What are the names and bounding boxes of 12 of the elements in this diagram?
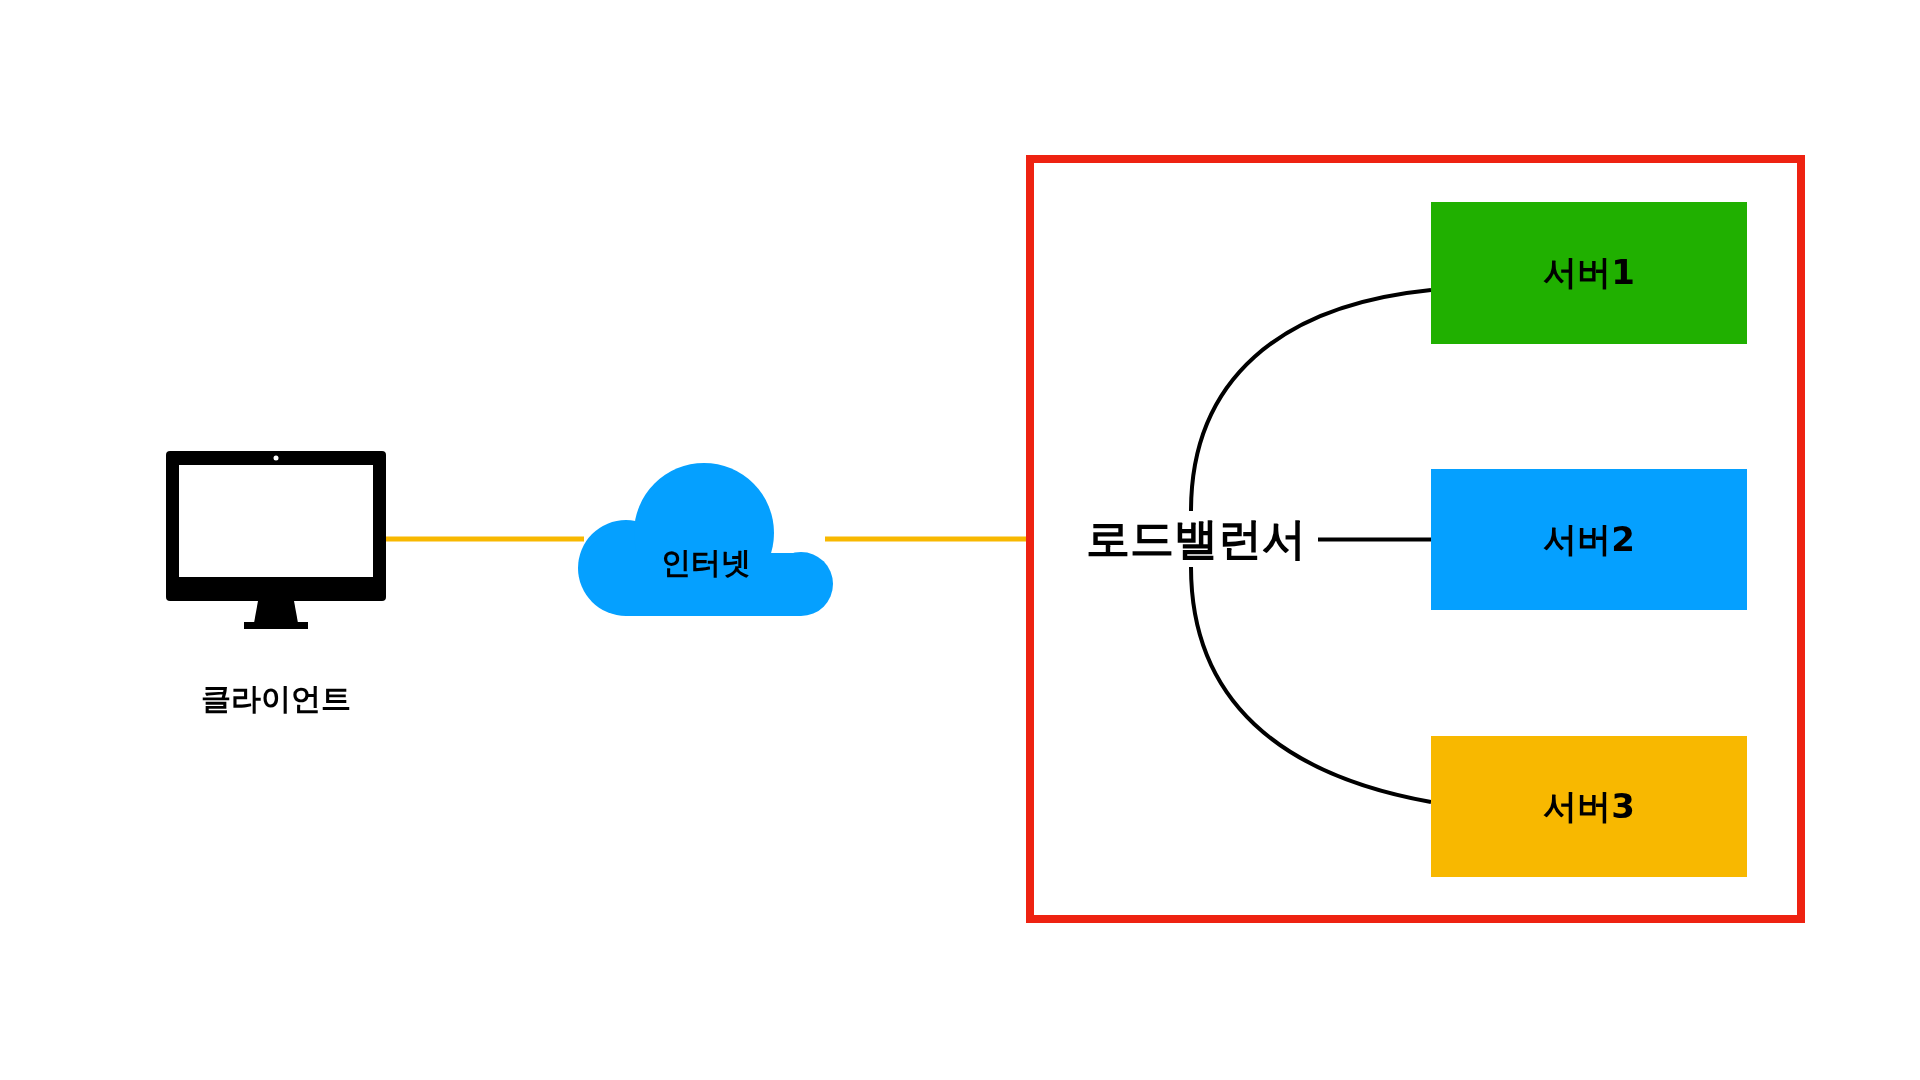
connector-line [1318,537,1431,542]
node-label: 클라이언트 [200,680,352,718]
connector-line [1189,566,1432,804]
node-label: 인터넷 [659,544,752,582]
server-box: 서버3 [1431,736,1747,877]
connector-line [386,536,584,542]
connector-line [825,536,1026,542]
connector-line [1189,288,1432,512]
server-box: 서버1 [1431,202,1747,344]
server-box: 서버2 [1431,469,1747,610]
group-frame [1026,155,1805,923]
node-label: 로드밸런서 [1074,511,1318,567]
